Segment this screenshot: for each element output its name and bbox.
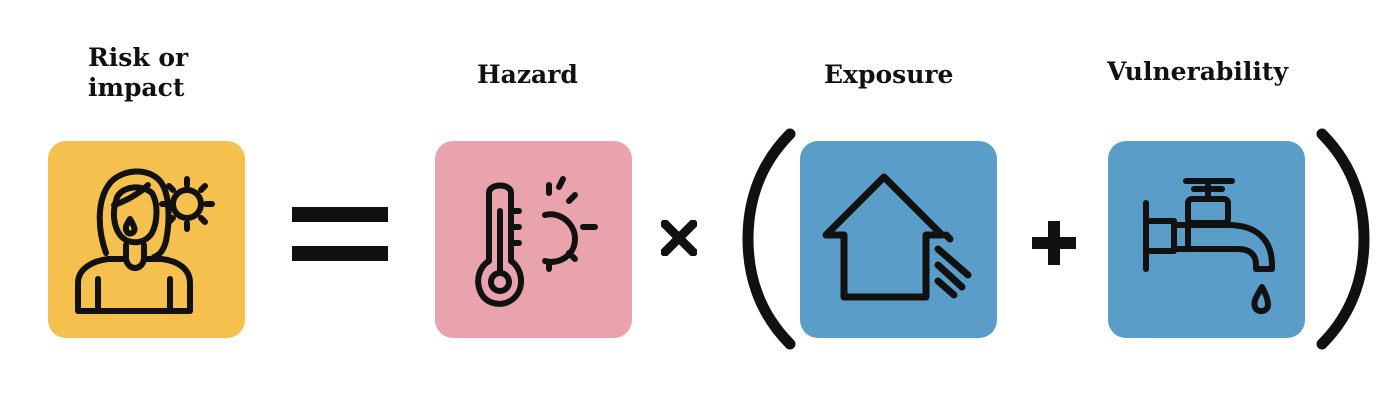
plus-sign	[1032, 221, 1076, 265]
hazard-label: Hazard	[477, 60, 578, 89]
exposure-label: Exposure	[824, 60, 954, 89]
person-sweating-sun-icon	[75, 168, 215, 314]
vulnerability-label: Vulnerability	[1107, 57, 1288, 86]
times-sign	[661, 220, 697, 256]
open-paren	[738, 128, 798, 350]
exposure-tile	[800, 141, 997, 338]
equals-sign	[292, 207, 388, 267]
risk-tile	[48, 141, 245, 338]
house-heat-icon	[822, 173, 972, 301]
thermometer-sun-icon	[475, 176, 598, 307]
hazard-tile	[435, 141, 632, 338]
risk-label: Risk or impact	[88, 43, 189, 102]
close-paren	[1314, 128, 1374, 350]
water-tap-drip-icon	[1143, 178, 1275, 315]
vulnerability-tile	[1108, 141, 1305, 338]
